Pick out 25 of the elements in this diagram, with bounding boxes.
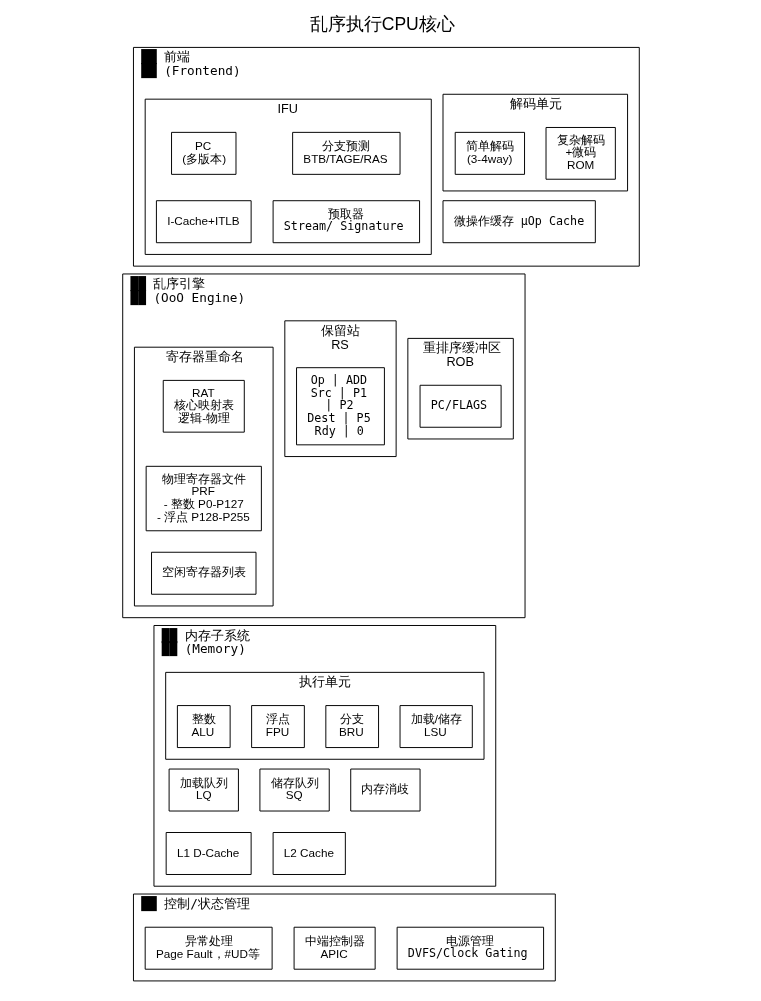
node-box: 分支预测 BTB/TAGE/RAS	[291, 131, 401, 175]
node-box: I-Cache+ITLB	[155, 200, 252, 244]
node-box: L2 Cache	[272, 832, 346, 875]
node-box: 物理寄存器文件 PRF - 整数 P0-P127 - 浮点 P128-P255	[145, 465, 262, 532]
node-box: 中端控制器 APIC	[293, 926, 376, 970]
node-box: 简单解码 (3-4way)	[454, 131, 525, 175]
node-box: 整数 ALU	[176, 705, 231, 749]
node-box: 分支 BRU	[324, 705, 379, 749]
node-box: 复杂解码 +微码 ROM	[545, 127, 616, 180]
node-box: 储存队列 SQ	[258, 768, 330, 812]
node-box: 预取器 Stream/ Signature	[272, 200, 420, 244]
node-box: Op | ADD Src | P1 | P2 Dest | P5 Rdy | 0	[295, 367, 385, 446]
node-box: 微操作缓存 μOp Cache	[442, 200, 596, 244]
node-box: L1 D-Cache	[165, 832, 252, 875]
node-box: 内存消歧	[349, 768, 421, 812]
node-box: 加载/储存 LSU	[399, 705, 473, 749]
node-box: PC (多版本)	[170, 131, 236, 175]
node-box: RAT 核心映射表 逻辑-物理	[162, 379, 245, 433]
node-box: 异常处理 Page Fault，#UD等	[144, 926, 273, 970]
node-box: 电源管理 DVFS/Clock Gating	[396, 926, 544, 970]
node-box: 浮点 FPU	[250, 705, 305, 749]
node-box: PC/FLAGS	[419, 384, 502, 428]
node-box: 空闲寄存器列表	[150, 551, 256, 595]
diagram-title: 乱序执行CPU核心	[309, 14, 455, 35]
node-box: 加载队列 LQ	[168, 768, 239, 812]
